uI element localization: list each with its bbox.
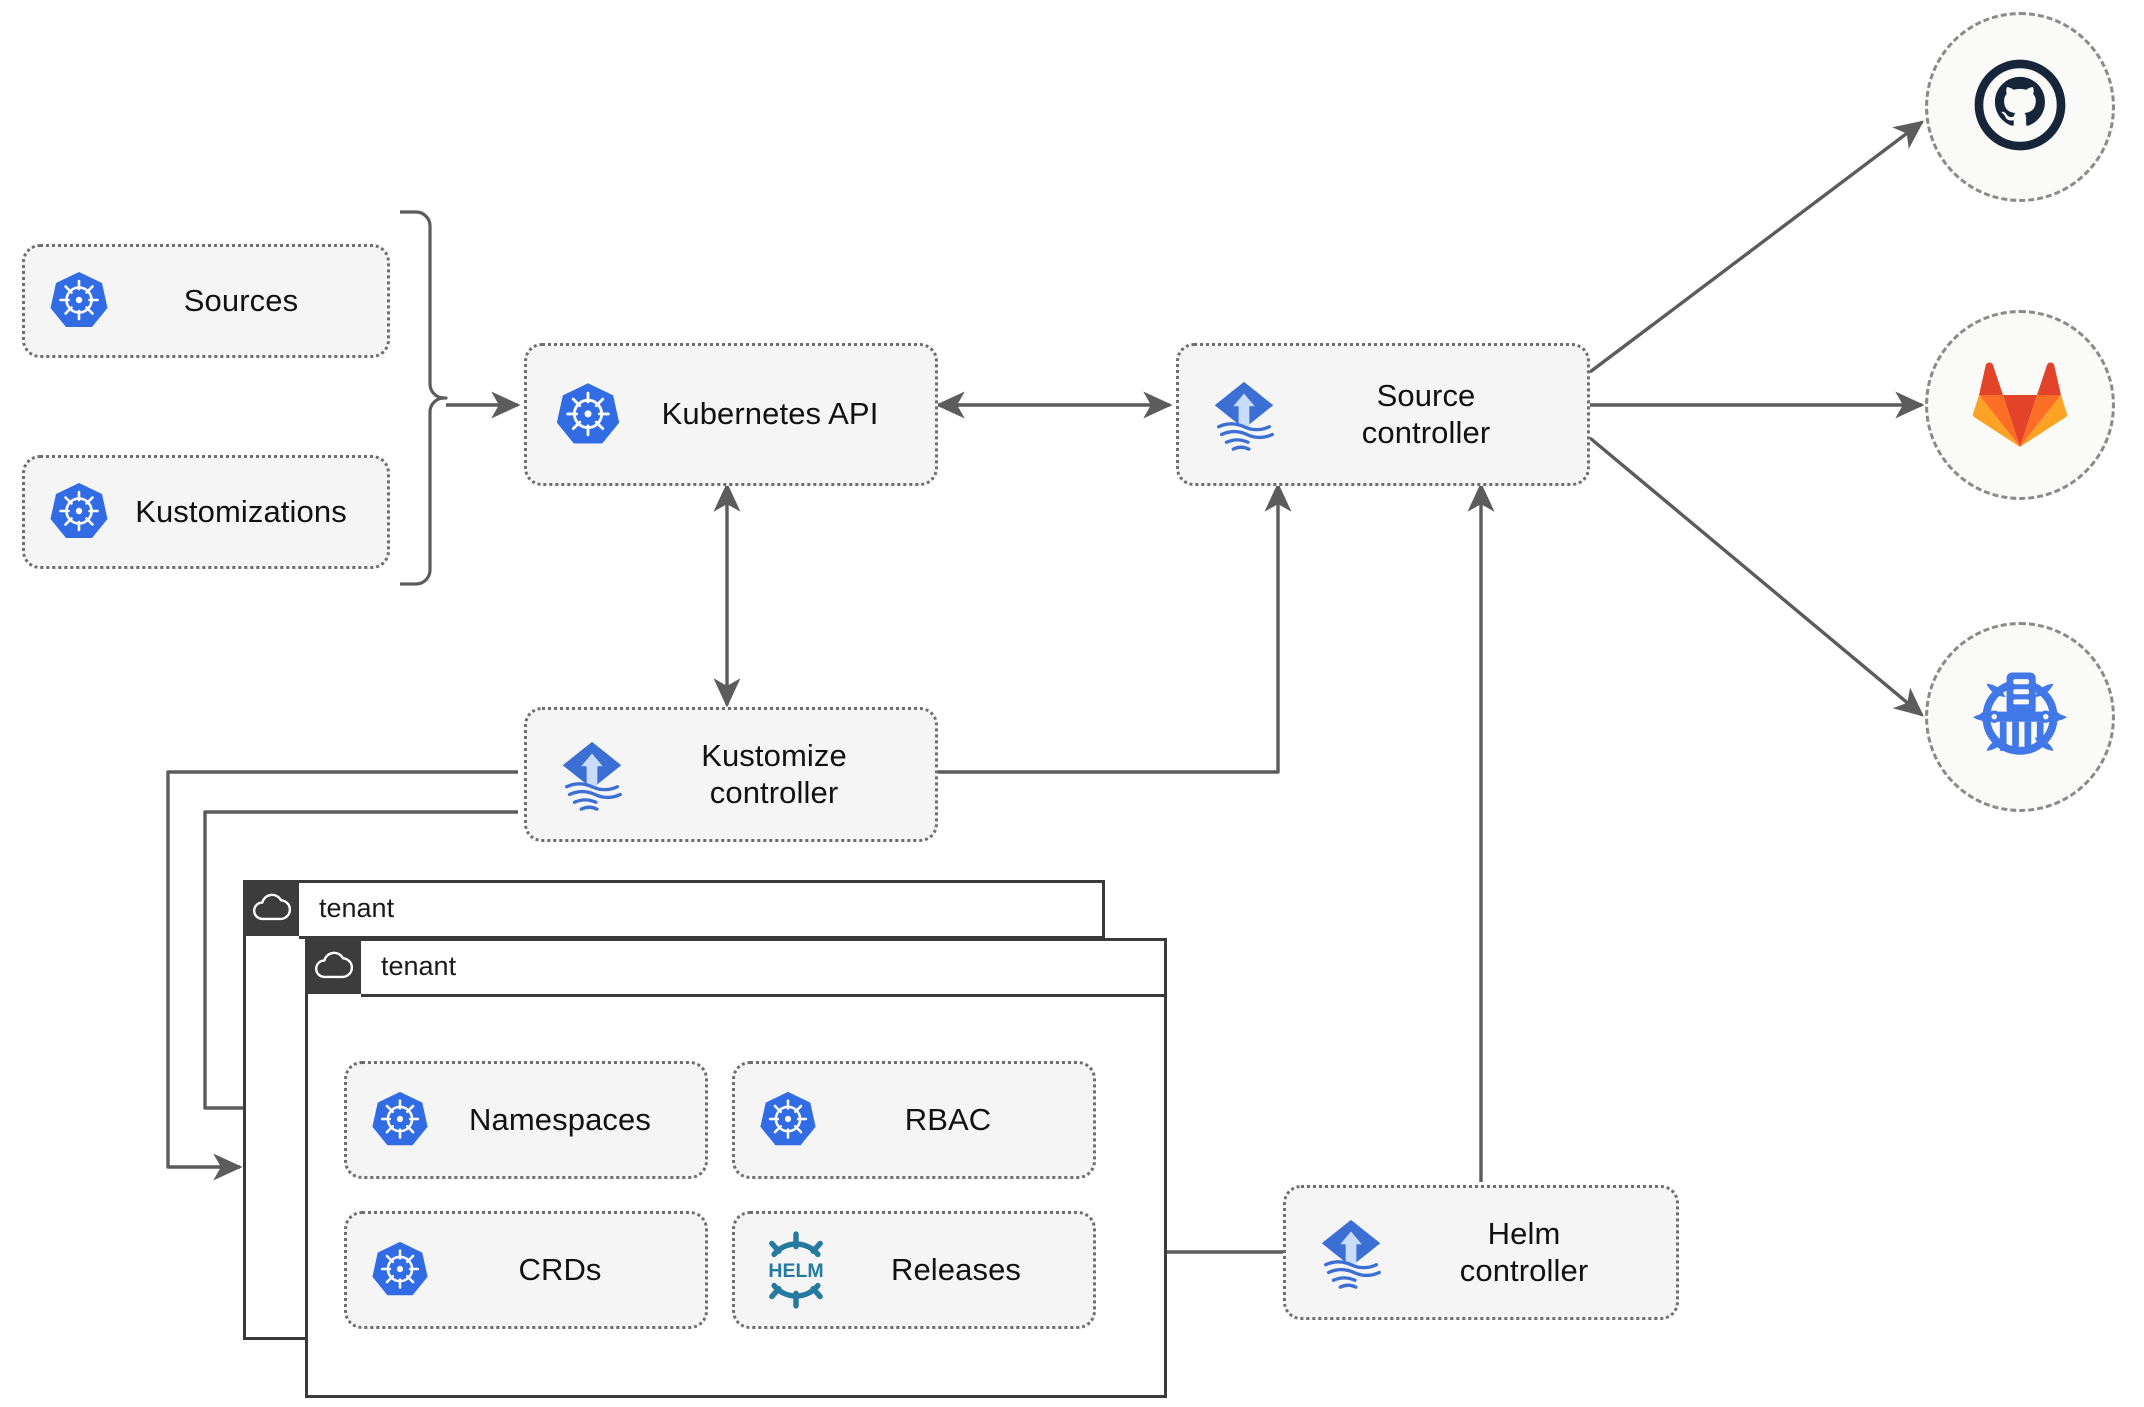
node-helm-controller[interactable]: Helm controller — [1283, 1185, 1679, 1320]
node-label: Helm controller — [1459, 1215, 1589, 1288]
repo-github[interactable] — [1925, 12, 2115, 202]
kubernetes-icon — [369, 1089, 431, 1151]
helm-wordmark: HELM — [768, 1260, 823, 1282]
helm-icon: HELM — [757, 1231, 835, 1309]
tenant-label: tenant — [381, 950, 457, 981]
repo-gitlab[interactable] — [1925, 310, 2115, 500]
node-kustomizations[interactable]: Kustomizations — [22, 455, 390, 569]
node-label: RBAC — [904, 1101, 992, 1137]
node-label: Kustomize controller — [701, 737, 847, 810]
node-rbac[interactable]: RBAC — [732, 1061, 1096, 1179]
cloud-icon — [243, 880, 299, 936]
titlebar-rule — [299, 936, 1102, 939]
titlebar-rule — [361, 994, 1164, 997]
node-kustomize-controller[interactable]: Kustomize controller — [524, 707, 938, 842]
node-label: Source controller — [1361, 377, 1491, 450]
flux-icon — [553, 736, 631, 814]
node-label: Namespaces — [469, 1101, 651, 1137]
cloud-icon — [305, 938, 361, 994]
helm-repo-icon — [1964, 659, 2076, 776]
tenant-window-inner[interactable]: tenant Namespaces — [305, 938, 1167, 1398]
kubernetes-icon — [553, 380, 623, 450]
kubernetes-icon — [47, 269, 111, 333]
node-label: Kustomizations — [135, 493, 347, 529]
tenant-titlebar: tenant — [305, 938, 456, 994]
kubernetes-icon — [47, 480, 111, 544]
flux-icon — [1312, 1214, 1390, 1292]
tenant-label: tenant — [319, 892, 395, 923]
gitlab-icon — [1970, 355, 2070, 456]
node-label: Releases — [890, 1251, 1022, 1287]
node-kubernetes-api[interactable]: Kubernetes API — [524, 343, 938, 486]
tenant-titlebar: tenant — [243, 880, 394, 936]
repo-helm-repository[interactable] — [1925, 622, 2115, 812]
github-icon — [1966, 51, 2074, 164]
node-label: CRDs — [518, 1251, 602, 1287]
kubernetes-icon — [757, 1089, 819, 1151]
node-source-controller[interactable]: Source controller — [1176, 343, 1590, 486]
node-label: Sources — [183, 282, 299, 318]
node-namespaces[interactable]: Namespaces — [344, 1061, 708, 1179]
flux-icon — [1205, 376, 1283, 454]
node-releases[interactable]: HELM Releases — [732, 1211, 1096, 1329]
node-label: Kubernetes API — [661, 396, 879, 432]
kubernetes-icon — [369, 1239, 431, 1301]
node-crds[interactable]: CRDs — [344, 1211, 708, 1329]
node-sources[interactable]: Sources — [22, 244, 390, 358]
